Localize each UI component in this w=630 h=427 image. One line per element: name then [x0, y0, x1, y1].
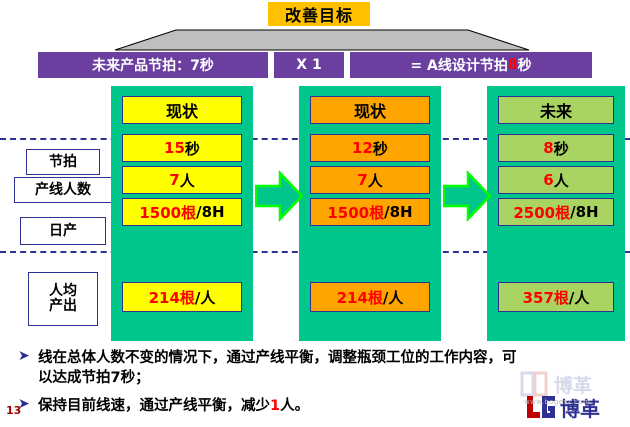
bullet-marker-icon-1: ➤: [18, 348, 30, 364]
cell-daily-3: 2500根/8H: [498, 198, 614, 226]
cell-people-3-value: 6: [543, 171, 554, 189]
logo-boge: 博革: [524, 392, 624, 422]
cell-people-1-value: 7: [169, 171, 180, 189]
cell-per-head-3: 357根/人: [498, 282, 614, 312]
row-label-per-head-line1: 人均: [49, 283, 77, 300]
cell-daily-2: 1500根/8H: [310, 198, 430, 226]
cell-header-2: 现状: [310, 96, 430, 124]
cell-daily-3-value: 2500根: [513, 203, 571, 222]
cell-people-3-unit: 人: [553, 171, 569, 190]
bullet-text-2-post: 人。: [280, 398, 310, 414]
bullet-text-1: 线在总体人数不变的情况下，通过产线平衡，调整瓶颈工位的工作内容，可以达成节拍7秒…: [38, 350, 517, 386]
formula-highlight-3: 8: [507, 57, 518, 73]
cell-per-head-1-value: 214根: [148, 288, 195, 307]
cell-people-2-value: 7: [357, 171, 368, 189]
row-label-per-head-line2: 产出: [49, 298, 77, 314]
cell-per-head-3-value: 357根: [522, 288, 569, 307]
cell-per-head-1-unit: /人: [194, 288, 216, 307]
formula-text-2: X 1: [296, 57, 322, 73]
bullet-text-2-pre: 保持目前线速，通过产线平衡，减少: [38, 398, 270, 414]
bullet-list: ➤ 线在总体人数不变的情况下，通过产线平衡，调整瓶颈工位的工作内容，可以达成节拍…: [18, 348, 528, 420]
cell-daily-3-unit: /8H: [570, 203, 599, 221]
formula-box-future-takt: 未来产品节拍：7秒: [38, 52, 268, 78]
cell-per-head-2-unit: /人: [382, 288, 404, 307]
banner-trapezoid: [114, 29, 530, 51]
cell-people-2-unit: 人: [367, 171, 383, 190]
cell-takt-3-unit: 秒: [553, 139, 569, 158]
formula-text-3b: 秒: [517, 58, 532, 74]
cell-takt-1-value: 15: [164, 139, 185, 157]
formula-text-1: 未来产品节拍：7秒: [92, 58, 214, 74]
cell-daily-1-value: 1500根: [139, 203, 197, 222]
row-label-daily-output: 日产: [20, 217, 106, 245]
cell-daily-1: 1500根/8H: [122, 198, 242, 226]
cell-daily-1-unit: /8H: [196, 203, 225, 221]
cell-header-1: 现状: [122, 96, 242, 124]
formula-box-multiplier: X 1: [274, 52, 344, 78]
row-label-per-head-output: 人均 产出: [28, 272, 98, 326]
cell-takt-2-value: 12: [352, 139, 373, 157]
logo-watermark: 博革: [520, 370, 624, 398]
bullet-marker-icon-2: ➤: [18, 396, 30, 412]
cell-takt-2-unit: 秒: [372, 139, 388, 158]
cell-header-3: 未来: [498, 96, 614, 124]
arrow-right-icon-1: [254, 169, 304, 223]
cell-per-head-1: 214根/人: [122, 282, 242, 312]
cell-per-head-2: 214根/人: [310, 282, 430, 312]
row-label-people: 产线人数: [14, 177, 112, 203]
arrow-right-icon-2: [442, 169, 492, 223]
cell-people-1-unit: 人: [179, 171, 195, 190]
page-number: 13: [6, 404, 22, 417]
cell-daily-2-value: 1500根: [327, 203, 385, 222]
bullet-item-2: ➤ 保持目前线速，通过产线平衡，减少1人。: [18, 396, 528, 416]
formula-text-3a: = A线设计节拍: [410, 58, 508, 74]
bullet-text-2-highlight: 1: [270, 398, 281, 414]
row-label-takt: 节拍: [26, 149, 100, 175]
cell-takt-3-value: 8: [543, 139, 554, 157]
page-title: 改善目标: [268, 2, 370, 26]
cell-per-head-2-value: 214根: [336, 288, 383, 307]
svg-text:博革: 博革: [560, 397, 600, 421]
cell-daily-2-unit: /8H: [384, 203, 413, 221]
bullet-item-1: ➤ 线在总体人数不变的情况下，通过产线平衡，调整瓶颈工位的工作内容，可以达成节拍…: [18, 348, 528, 388]
svg-text:博革: 博革: [554, 374, 592, 397]
cell-per-head-3-unit: /人: [568, 288, 590, 307]
logo-watermark-url: www.bogesz.com: [524, 398, 591, 406]
cell-takt-1-unit: 秒: [184, 139, 200, 158]
